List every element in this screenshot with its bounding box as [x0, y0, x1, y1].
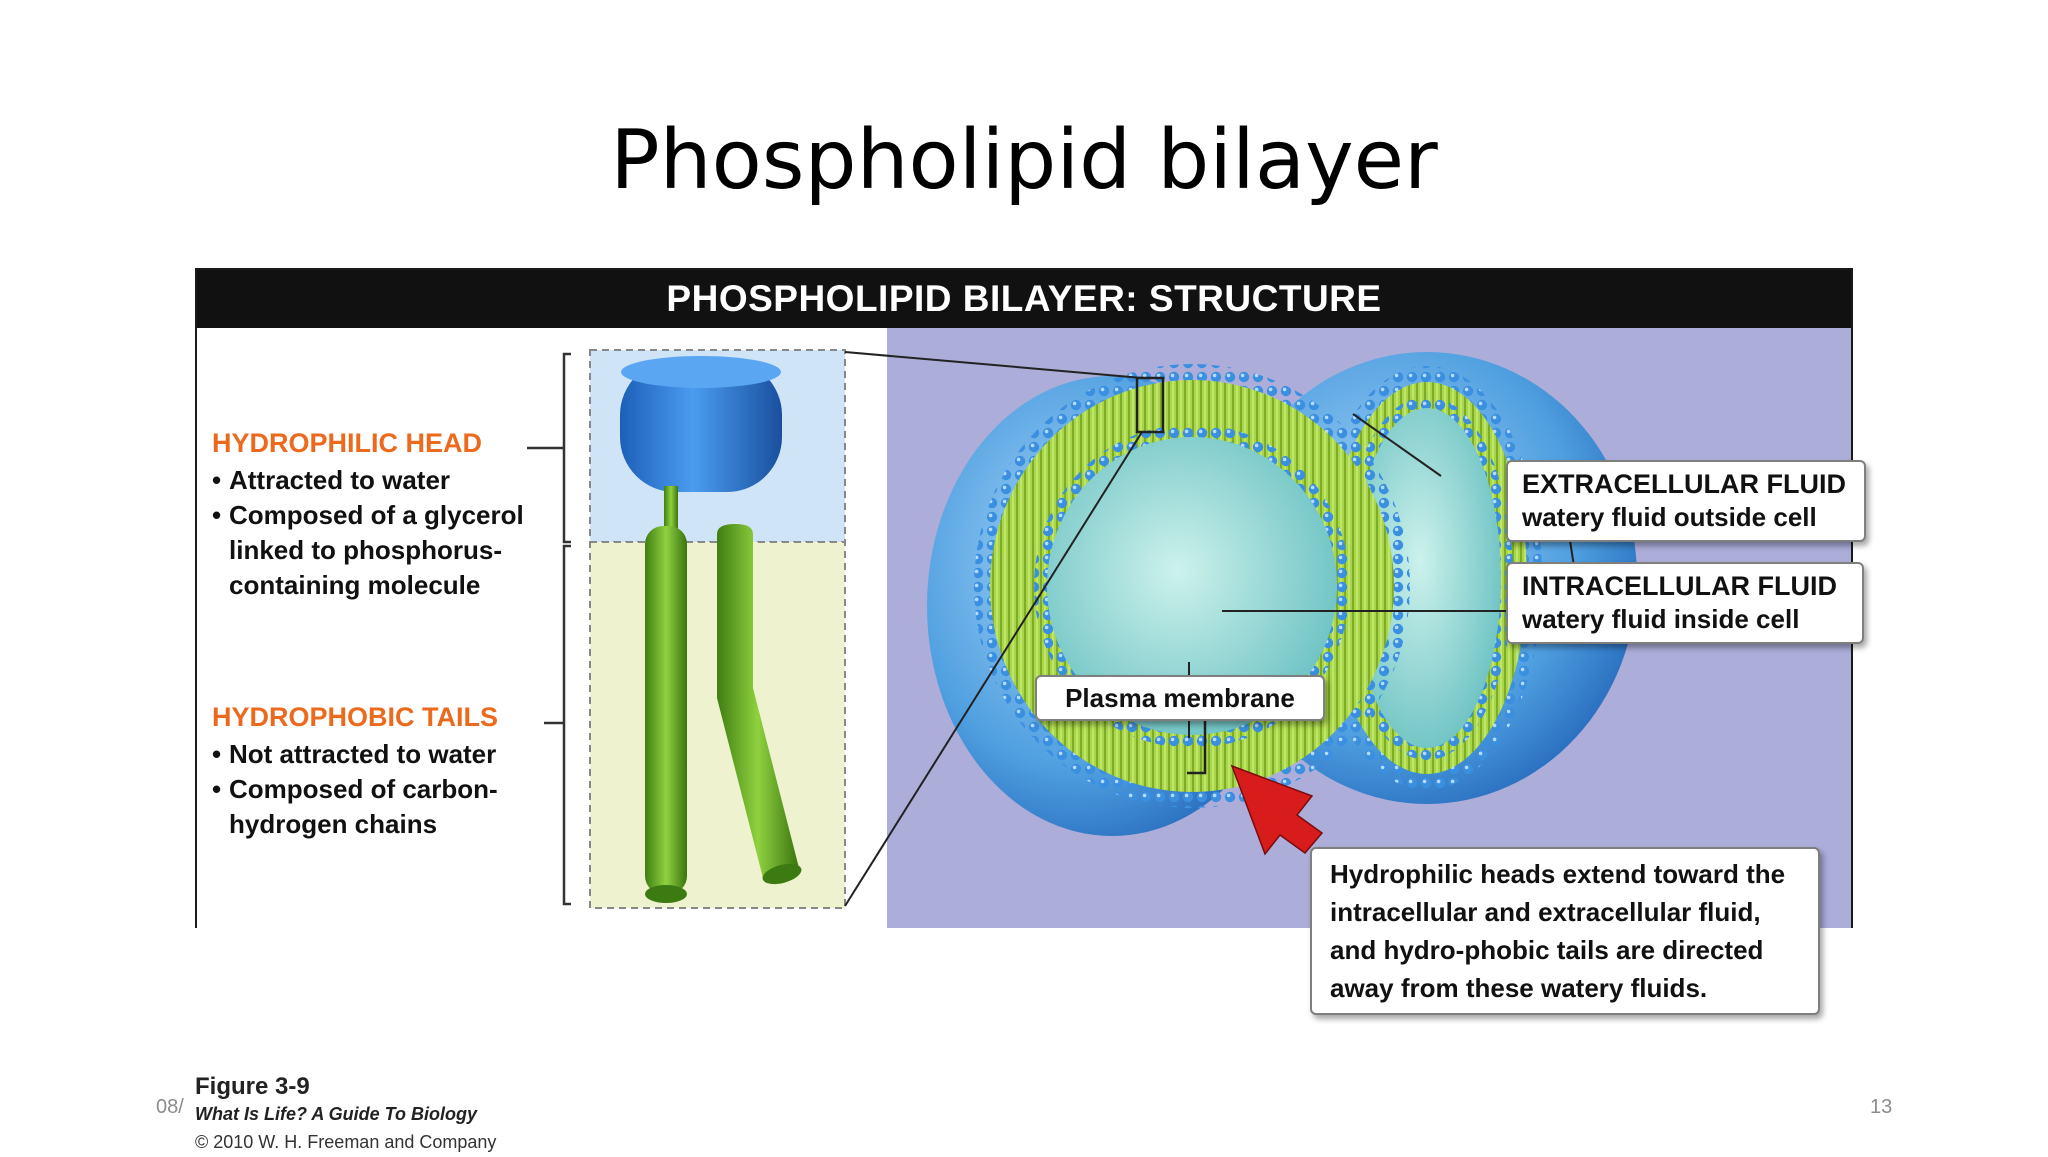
tail-bullet: Not attracted to water — [212, 737, 572, 772]
slide-title: Phospholipid bilayer — [610, 113, 1438, 208]
tail-bullet: Composed of carbon-hydrogen chains — [212, 772, 572, 842]
figure-header: PHOSPHOLIPID BILAYER: STRUCTURE — [197, 270, 1851, 328]
molecule-panel: HYDROPHILIC HEAD Attracted to water Comp… — [197, 328, 887, 928]
red-arrow — [1230, 764, 1324, 856]
figure-caption: Figure 3-9 What Is Life? A Guide To Biol… — [195, 1073, 496, 1157]
extracellular-fluid-callout: EXTRACELLULAR FLUID watery fluid outside… — [1506, 460, 1866, 542]
ext-pointer — [1352, 413, 1442, 477]
hydrophilic-head-title: HYDROPHILIC HEAD — [212, 428, 483, 458]
hydrophilic-note-callout: Hydrophilic heads extend toward the intr… — [1310, 847, 1820, 1015]
figure-source-book: What Is Life? A Guide To Biology — [195, 1104, 477, 1124]
head-bullet: Attracted to water — [212, 463, 572, 498]
extracellular-title: EXTRACELLULAR FLUID — [1522, 469, 1846, 499]
slide-page-number: 13 — [1870, 1096, 1893, 1118]
head-bullet: Composed of a glycerol linked to phospho… — [212, 498, 572, 603]
head-bullet-list: Attracted to water Composed of a glycero… — [212, 463, 572, 603]
intracellular-subtitle: watery fluid inside cell — [1522, 604, 1800, 634]
phospholipid-figure: PHOSPHOLIPID BILAYER: STRUCTURE HYDROPHI… — [195, 268, 1853, 928]
hydrophobic-tails-title: HYDROPHOBIC TAILS — [212, 702, 499, 732]
left-tail — [645, 526, 687, 903]
right-tail — [717, 524, 802, 885]
plasma-membrane-label: Plasma membrane — [1035, 675, 1325, 721]
head-shape — [620, 356, 782, 492]
intracellular-title: INTRACELLULAR FLUID — [1522, 571, 1837, 601]
extracellular-subtitle: watery fluid outside cell — [1522, 502, 1817, 532]
selection-box — [1135, 376, 1165, 434]
tail-connector — [664, 486, 678, 530]
tails-bullet-list: Not attracted to water Composed of carbo… — [212, 737, 572, 842]
tail-bracket — [544, 544, 571, 906]
phospholipid-molecule-illustration — [527, 349, 846, 909]
figure-copyright: © 2010 W. H. Freeman and Company — [195, 1132, 497, 1152]
slide-date: 08/ — [156, 1096, 184, 1118]
head-bracket — [527, 352, 571, 544]
intracellular-fluid-callout: INTRACELLULAR FLUID watery fluid inside … — [1506, 562, 1864, 644]
figure-number: Figure 3-9 — [195, 1073, 310, 1100]
